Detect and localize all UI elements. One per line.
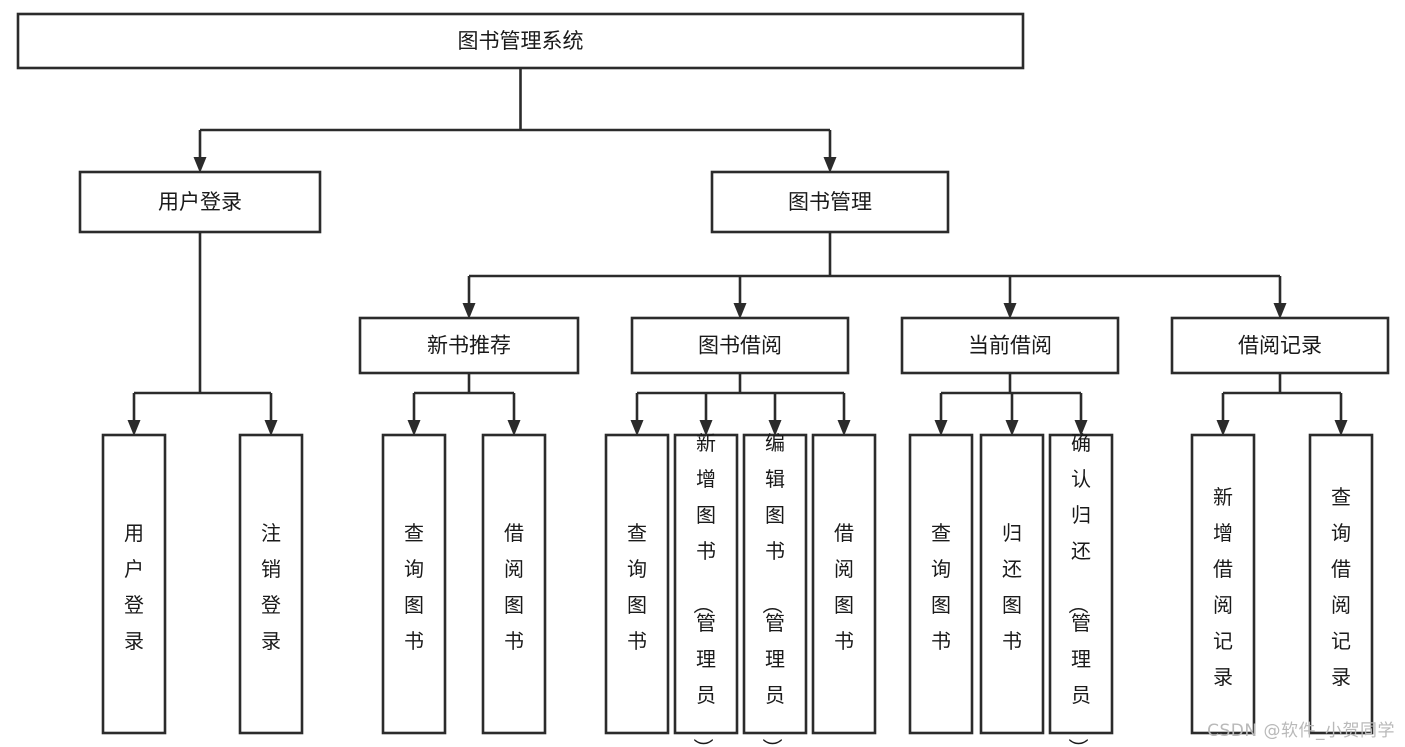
node-label: 新增借阅记录 [1213,485,1233,689]
node-box [900,316,1120,375]
node-box [238,433,304,735]
node-box [358,316,580,375]
arrow-head-icon [1216,420,1230,436]
node-box [481,433,547,735]
node-box [908,433,974,735]
csdn-watermark: CSDN @软件_小贺同学 [1207,721,1395,741]
node-leaf-edit-book[interactable]: 编辑图书（管理员） [742,431,808,747]
node-label: 归还图书 [1002,521,1022,653]
node-borrow-record[interactable]: 借阅记录 [1170,316,1390,375]
node-box [16,12,1025,70]
arrow-head-icon [193,157,207,173]
node-leaf-user-logout[interactable]: 注销登录 [238,433,304,735]
node-label: 图书借阅 [698,334,782,358]
node-box [604,433,670,735]
node-leaf-query-record[interactable]: 查询借阅记录 [1308,433,1374,735]
node-box [381,433,447,735]
arrow-head-icon [837,420,851,436]
node-box [1048,433,1114,735]
node-box [710,170,950,234]
arrow-head-icon [934,420,948,436]
arrow-head-icon [127,420,141,436]
arrow-head-icon [630,420,644,436]
node-label: 新增图书（管理员） [691,431,716,747]
node-box [78,170,322,234]
node-leaf-borrow-book-2[interactable]: 借阅图书 [811,433,877,735]
node-label: 查询图书 [404,521,424,653]
node-label: 用户登录 [124,521,144,653]
node-label: 编辑图书（管理员） [760,431,785,747]
node-label: 新书推荐 [427,334,511,358]
node-label: 查询借阅记录 [1331,485,1351,689]
arrow-head-icon [407,420,421,436]
node-leaf-confirm-return[interactable]: 确认归还（管理员） [1048,431,1114,747]
node-label: 图书管理 [788,190,872,214]
node-user-login[interactable]: 用户登录 [78,170,322,234]
node-box [630,316,850,375]
node-label: 查询图书 [931,521,951,653]
node-leaf-query-book-3[interactable]: 查询图书 [908,433,974,735]
node-label: 查询图书 [627,521,647,653]
node-book-manage[interactable]: 图书管理 [710,170,950,234]
arrow-head-icon [264,420,278,436]
arrow-head-icon [1074,420,1088,436]
node-box [1170,316,1390,375]
node-box [1308,433,1374,735]
node-current-borrow[interactable]: 当前借阅 [900,316,1120,375]
node-leaf-add-book[interactable]: 新增图书（管理员） [673,431,739,747]
node-label: 确认归还（管理员） [1066,431,1091,747]
arrow-head-icon [699,420,713,436]
arrow-head-icon [768,420,782,436]
arrow-head-icon [733,303,747,319]
node-label: 借阅图书 [834,521,854,653]
node-layer: 图书管理系统用户登录图书管理新书推荐图书借阅当前借阅借阅记录用户登录注销登录查询… [16,12,1390,747]
node-box [979,433,1045,735]
node-box [742,433,808,735]
node-leaf-query-book-2[interactable]: 查询图书 [604,433,670,735]
node-label: 图书管理系统 [458,29,584,53]
arrow-head-icon [1003,303,1017,319]
node-new-book-rec[interactable]: 新书推荐 [358,316,580,375]
node-leaf-query-book-1[interactable]: 查询图书 [381,433,447,735]
node-label: 借阅图书 [504,521,524,653]
node-box [673,433,739,735]
node-leaf-return-book[interactable]: 归还图书 [979,433,1045,735]
arrow-head-icon [1273,303,1287,319]
node-root[interactable]: 图书管理系统 [16,12,1025,70]
node-leaf-add-record[interactable]: 新增借阅记录 [1190,433,1256,735]
arrow-head-icon [1005,420,1019,436]
node-book-borrow[interactable]: 图书借阅 [630,316,850,375]
arrow-head-icon [507,420,521,436]
node-label: 借阅记录 [1238,334,1322,358]
node-leaf-user-login[interactable]: 用户登录 [101,433,167,735]
arrow-head-icon [823,157,837,173]
node-label: 注销登录 [261,521,281,653]
connector-layer [127,68,1348,436]
node-box [811,433,877,735]
arrow-head-icon [462,303,476,319]
arrow-head-icon [1334,420,1348,436]
node-label: 当前借阅 [968,334,1052,358]
node-box [101,433,167,735]
node-leaf-borrow-book-1[interactable]: 借阅图书 [481,433,547,735]
node-label: 用户登录 [158,190,242,214]
node-box [1190,433,1256,735]
